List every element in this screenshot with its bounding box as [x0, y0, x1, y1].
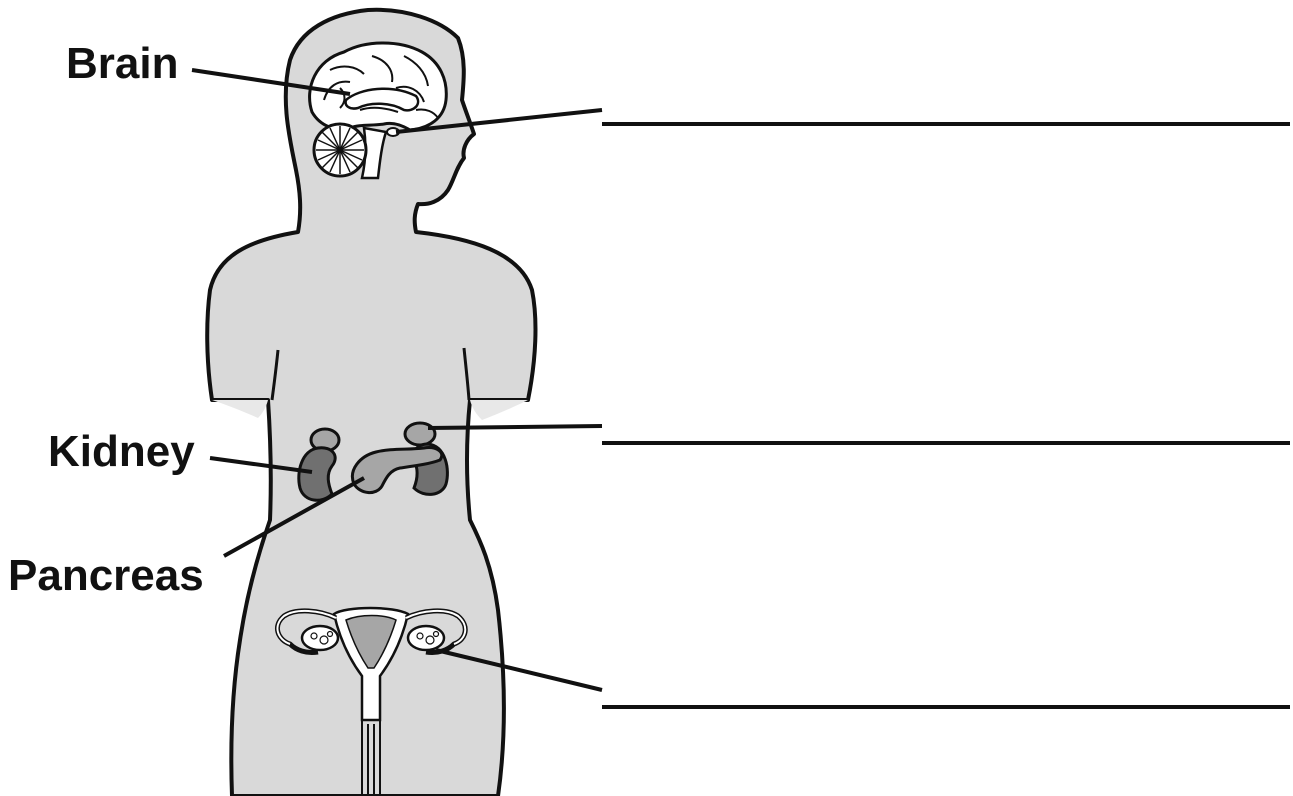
label-brain: Brain — [66, 39, 178, 88]
underarm-shade-right — [470, 400, 528, 420]
answer-lines — [602, 124, 1290, 707]
left-kidney — [299, 448, 335, 501]
underarm-shade — [212, 400, 268, 418]
cerebellum-rays — [316, 126, 364, 174]
label-kidney: Kidney — [48, 427, 195, 476]
label-pancreas: Pancreas — [8, 551, 204, 600]
adrenal-leader-line — [428, 426, 602, 428]
